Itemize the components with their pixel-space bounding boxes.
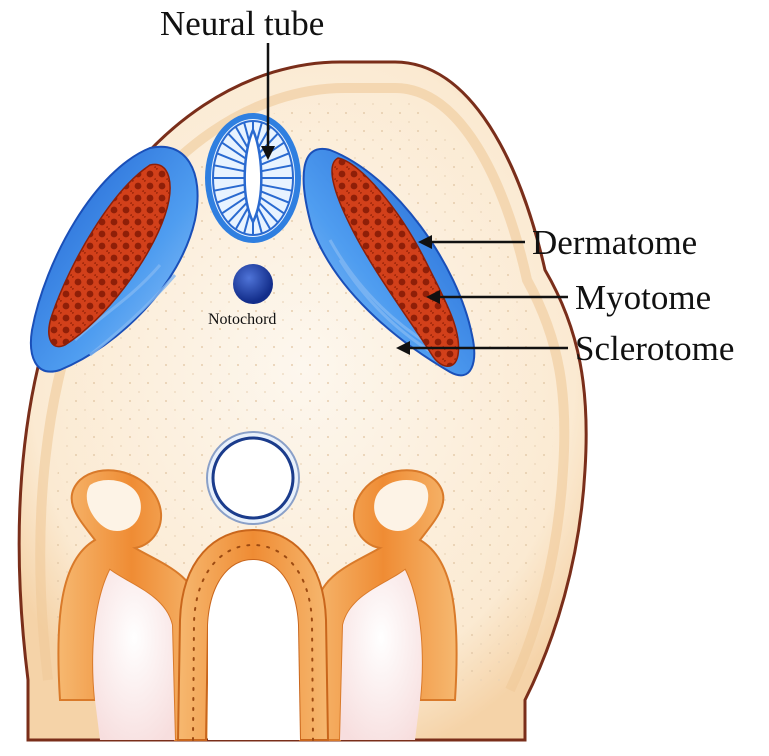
label-dermatome: Dermatome xyxy=(532,225,697,260)
label-sclerotome: Sclerotome xyxy=(575,331,734,366)
neural-tube xyxy=(205,113,301,243)
central-vessel xyxy=(207,432,299,524)
label-notochord: Notochord xyxy=(208,312,276,328)
label-neural-tube: Neural tube xyxy=(160,6,324,41)
label-myotome: Myotome xyxy=(575,280,711,315)
notochord xyxy=(233,264,273,304)
